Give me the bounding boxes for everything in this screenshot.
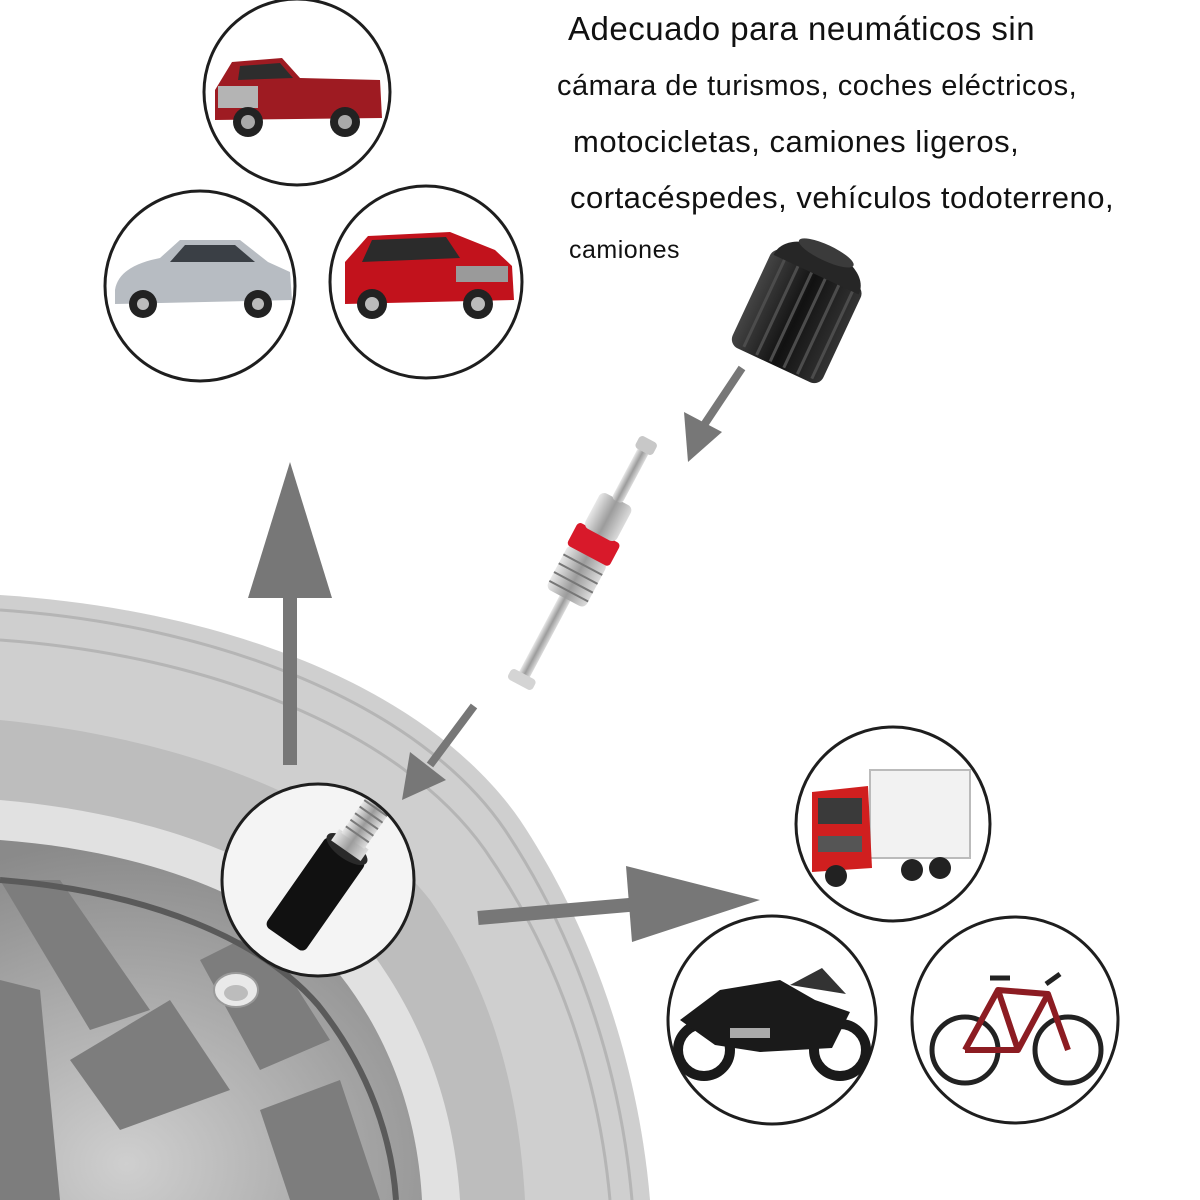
suv-icon [345, 232, 514, 319]
caption-line-2: cámara de turismos, coches eléctricos, [557, 70, 1078, 102]
caption-line-4: cortacéspedes, vehículos todoterreno, [570, 180, 1115, 215]
caption-line-1: Adecuado para neumáticos sin [568, 10, 1036, 47]
bicycle-icon [929, 971, 1104, 1086]
valve-stem-callout [220, 782, 416, 978]
caption-line-3: motocicletas, camiones ligeros, [573, 124, 1020, 159]
arrow-up [248, 462, 332, 765]
suv-circle [328, 184, 524, 380]
motorcycle-circle [666, 914, 878, 1126]
rim-spokes [0, 880, 380, 1200]
sedan-car-circle [103, 189, 297, 383]
pickup-truck-circle [202, 0, 392, 187]
tire-illustration [0, 595, 650, 1200]
pickup-truck-icon [215, 58, 382, 137]
arrow-cap-to-core [684, 365, 746, 462]
tire-tread [0, 608, 634, 1200]
caption-line-5: camiones [569, 236, 680, 264]
bicycle-circle [910, 915, 1120, 1125]
rim-valve-nub [213, 972, 259, 1008]
sedan-car-icon [115, 240, 292, 318]
rim-ring [0, 877, 399, 1200]
valve-core-icon [508, 436, 657, 690]
motorcycle-icon [673, 968, 871, 1081]
arrow-right [477, 866, 760, 942]
valve-cap-icon [731, 238, 862, 384]
arrow-core-to-stem [402, 703, 478, 800]
delivery-truck-circle [794, 725, 992, 923]
arrows [248, 365, 760, 942]
delivery-truck-icon [812, 769, 971, 887]
